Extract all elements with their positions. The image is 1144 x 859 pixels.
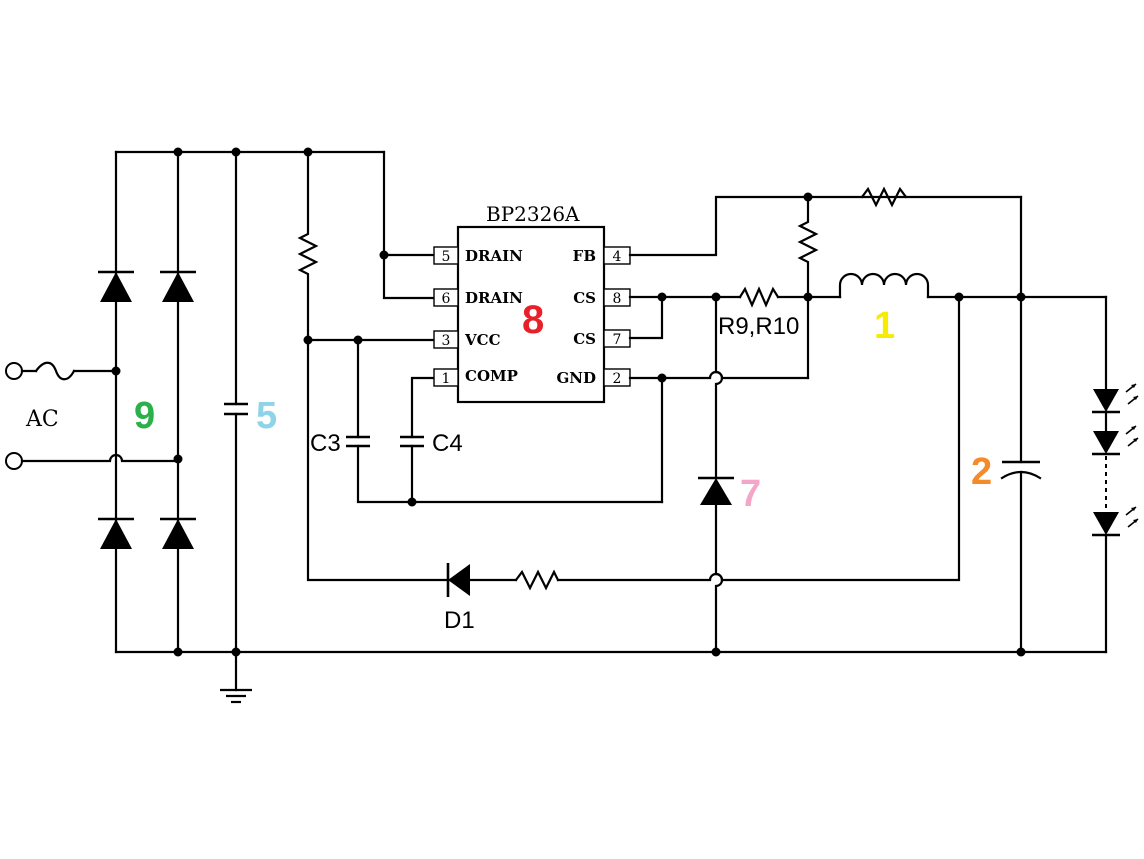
output-capacitor <box>1000 295 1042 657</box>
pin-label: DRAIN <box>465 247 523 265</box>
ic-chip: BP2326A 5 6 3 1 4 8 7 2 DRAIN DRAIN VCC … <box>433 202 631 404</box>
ground-icon <box>220 688 252 704</box>
c4-label: C4 <box>432 430 463 457</box>
fuse-icon <box>34 361 76 381</box>
pin-number: 1 <box>442 371 451 387</box>
diode-d1 <box>446 563 470 597</box>
pin-label: VCC <box>464 331 501 349</box>
pin-label: CS <box>573 330 596 348</box>
led-string <box>1092 295 1139 654</box>
bridge-diode <box>98 517 134 549</box>
marker-inductor: 1 <box>874 305 895 347</box>
marker-output-capacitor: 2 <box>971 451 992 493</box>
pin-number: 3 <box>442 333 451 349</box>
bulk-capacitor <box>224 147 248 692</box>
aux-resistor <box>514 569 560 591</box>
bridge-rectifier <box>98 147 386 657</box>
r9-r10-label: R9,R10 <box>718 313 799 340</box>
bridge-diode <box>98 270 134 302</box>
marker-chip: 8 <box>522 298 544 342</box>
bridge-diode <box>160 517 196 549</box>
pin-label: GND <box>556 369 596 387</box>
led-icon <box>1092 425 1139 456</box>
ac-input: AC <box>5 361 180 470</box>
led-icon <box>1092 383 1139 414</box>
capacitor-c3 <box>346 338 664 504</box>
fb-top-resistor <box>860 186 908 208</box>
marker-bridge-rectifier: 9 <box>134 395 155 437</box>
led-icon <box>1092 506 1139 537</box>
pin-number: 4 <box>613 249 622 265</box>
bridge-diode <box>160 270 196 302</box>
sense-resistor-r9-r10 <box>738 286 780 308</box>
pin-label: COMP <box>465 367 518 385</box>
inductor <box>838 272 930 299</box>
fb-divider-resistor <box>797 195 819 380</box>
pin-label: CS <box>573 289 596 307</box>
pin-number: 2 <box>613 371 622 387</box>
pin-number: 8 <box>613 291 622 307</box>
marker-bulk-capacitor: 5 <box>256 395 277 437</box>
freewheel-diode <box>698 295 734 657</box>
startup-resistor <box>297 147 450 582</box>
pin-label: FB <box>573 247 596 265</box>
pin-number: 7 <box>613 332 622 348</box>
ac-label: AC <box>25 407 59 432</box>
capacitor-c4 <box>400 376 436 507</box>
marker-freewheel-diode: 7 <box>740 473 761 515</box>
pin-number: 6 <box>442 291 451 307</box>
c3-label: C3 <box>310 430 341 457</box>
pin-number: 5 <box>442 249 451 265</box>
pin-label: DRAIN <box>465 289 523 307</box>
d1-label: D1 <box>444 607 475 634</box>
chip-name: BP2326A <box>486 202 580 226</box>
